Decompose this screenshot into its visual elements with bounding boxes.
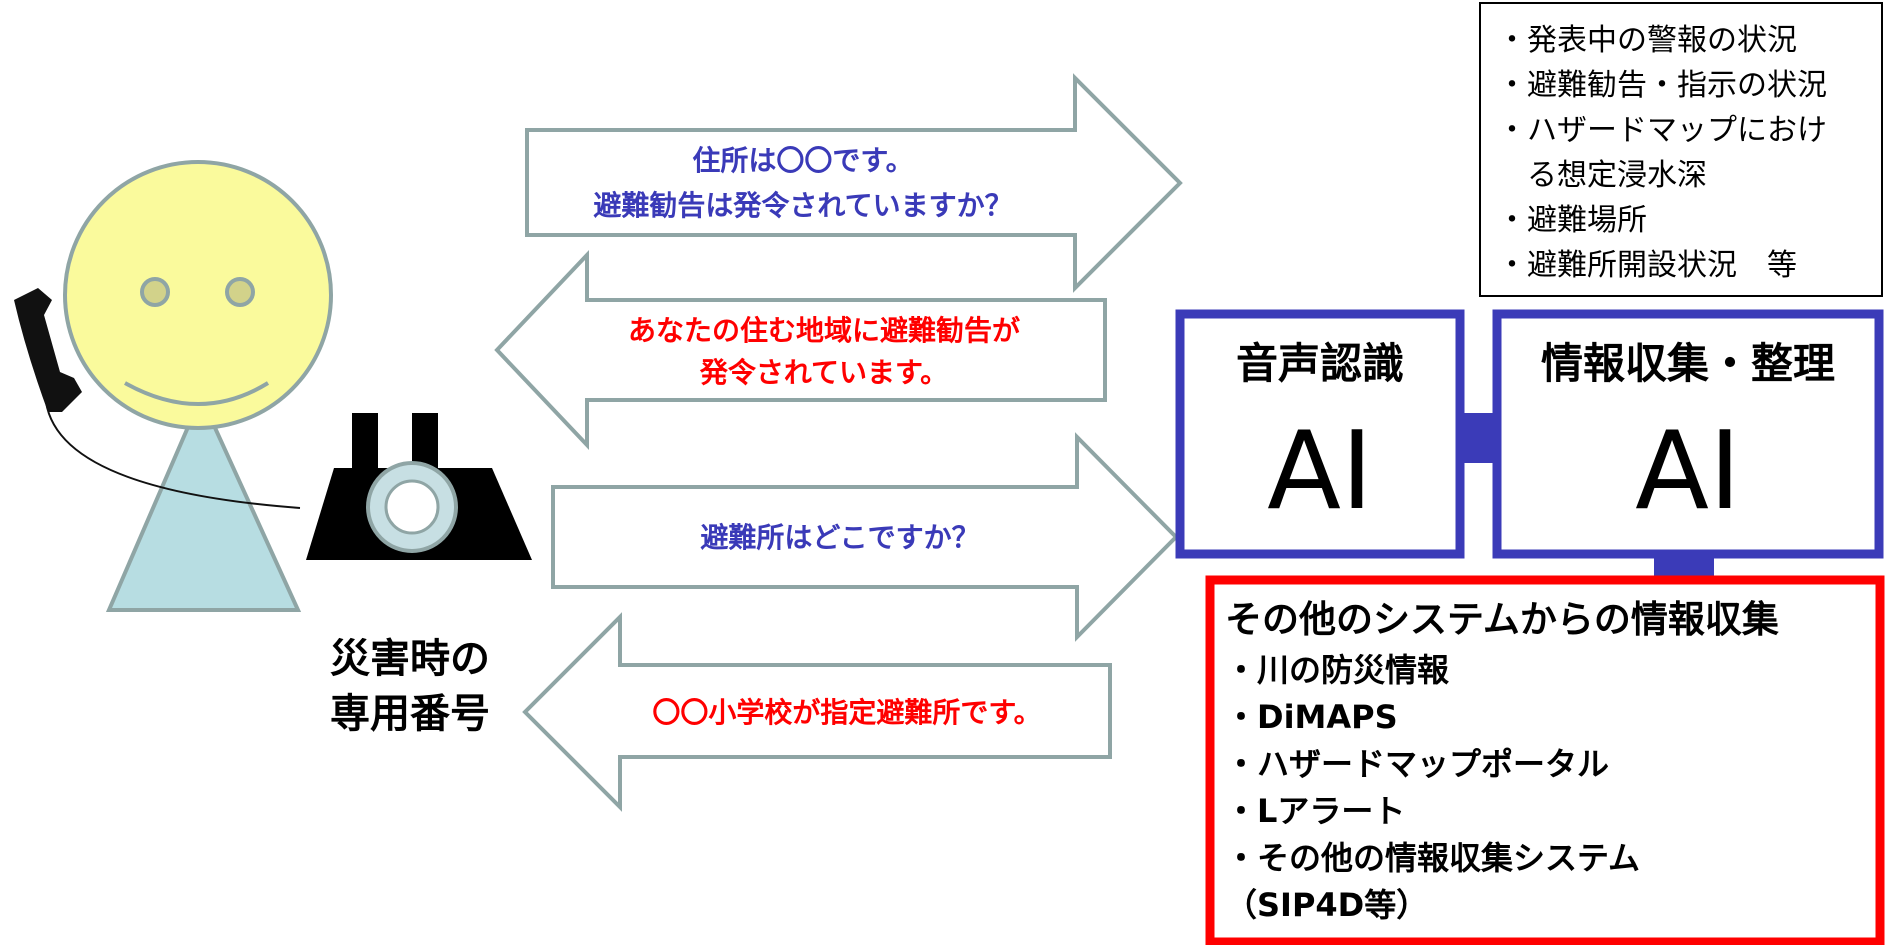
other-system-item: ・その他の情報収集システム	[1225, 839, 1640, 877]
message-3-line-1: 避難所はどこですか？	[700, 521, 979, 554]
message-arrow-1: 住所は〇〇です。 避難勧告は発令されていますか？	[525, 73, 1183, 293]
telephone-icon	[306, 413, 532, 560]
info-ai-label: AI	[1635, 409, 1741, 534]
info-item: る想定浸水深	[1497, 158, 1707, 193]
caller-face	[63, 160, 333, 430]
info-ai-title: 情報収集・整理	[1541, 339, 1835, 388]
speech-ai-title: 音声認識	[1236, 339, 1404, 388]
info-box: ・発表中の警報の状況 ・避難勧告・指示の状況 ・ハザードマップにおけ る想定浸水…	[1479, 2, 1883, 297]
hotline-label-line2: 専用番号	[330, 691, 490, 737]
info-item: ・ハザードマップにおけ	[1497, 113, 1827, 148]
other-system-item: ・DiMAPS	[1225, 698, 1398, 736]
message-4-line-1: 〇〇小学校が指定避難所です。	[652, 696, 1041, 729]
info-item: ・避難所開設状況 等	[1497, 248, 1797, 283]
other-system-item: ・Lアラート	[1225, 792, 1405, 830]
info-item: ・避難場所	[1497, 203, 1647, 238]
hotline-label-line1: 災害時の	[330, 636, 490, 682]
message-1-line-1: 住所は〇〇です。	[692, 144, 913, 177]
handset-icon	[14, 288, 301, 509]
message-2-line-2: 発令されています。	[699, 356, 948, 389]
caller-figure	[63, 160, 333, 612]
other-system-item: ・川の防災情報	[1225, 651, 1449, 689]
message-arrow-4: 〇〇小学校が指定避難所です。	[522, 612, 1112, 812]
other-system-item: ・ハザードマップポータル	[1225, 745, 1609, 783]
message-2-line-1: あなたの住む地域に避難勧告が	[628, 314, 1020, 347]
other-systems-box: その他のシステムからの情報収集 ・川の防災情報 ・DiMAPS ・ハザードマップ…	[1205, 575, 1885, 945]
info-collection-ai-box: 情報収集・整理 AI	[1492, 309, 1884, 559]
message-1-line-2: 避難勧告は発令されていますか？	[593, 189, 1012, 222]
speech-ai-label: AI	[1267, 409, 1373, 534]
other-systems-heading: その他のシステムからの情報収集	[1225, 598, 1779, 641]
message-arrow-3: 避難所はどこですか？	[551, 432, 1179, 642]
message-arrow-2: あなたの住む地域に避難勧告が 発令されています。	[494, 249, 1107, 451]
smile	[124, 381, 270, 406]
info-item: ・避難勧告・指示の状況	[1497, 68, 1827, 103]
left-eye	[140, 277, 170, 307]
other-system-item: （SIP4D等）	[1225, 886, 1428, 924]
right-eye	[225, 277, 255, 307]
speech-recognition-ai-box: 音声認識 AI	[1175, 309, 1465, 559]
info-item: ・発表中の警報の状況	[1497, 23, 1797, 58]
